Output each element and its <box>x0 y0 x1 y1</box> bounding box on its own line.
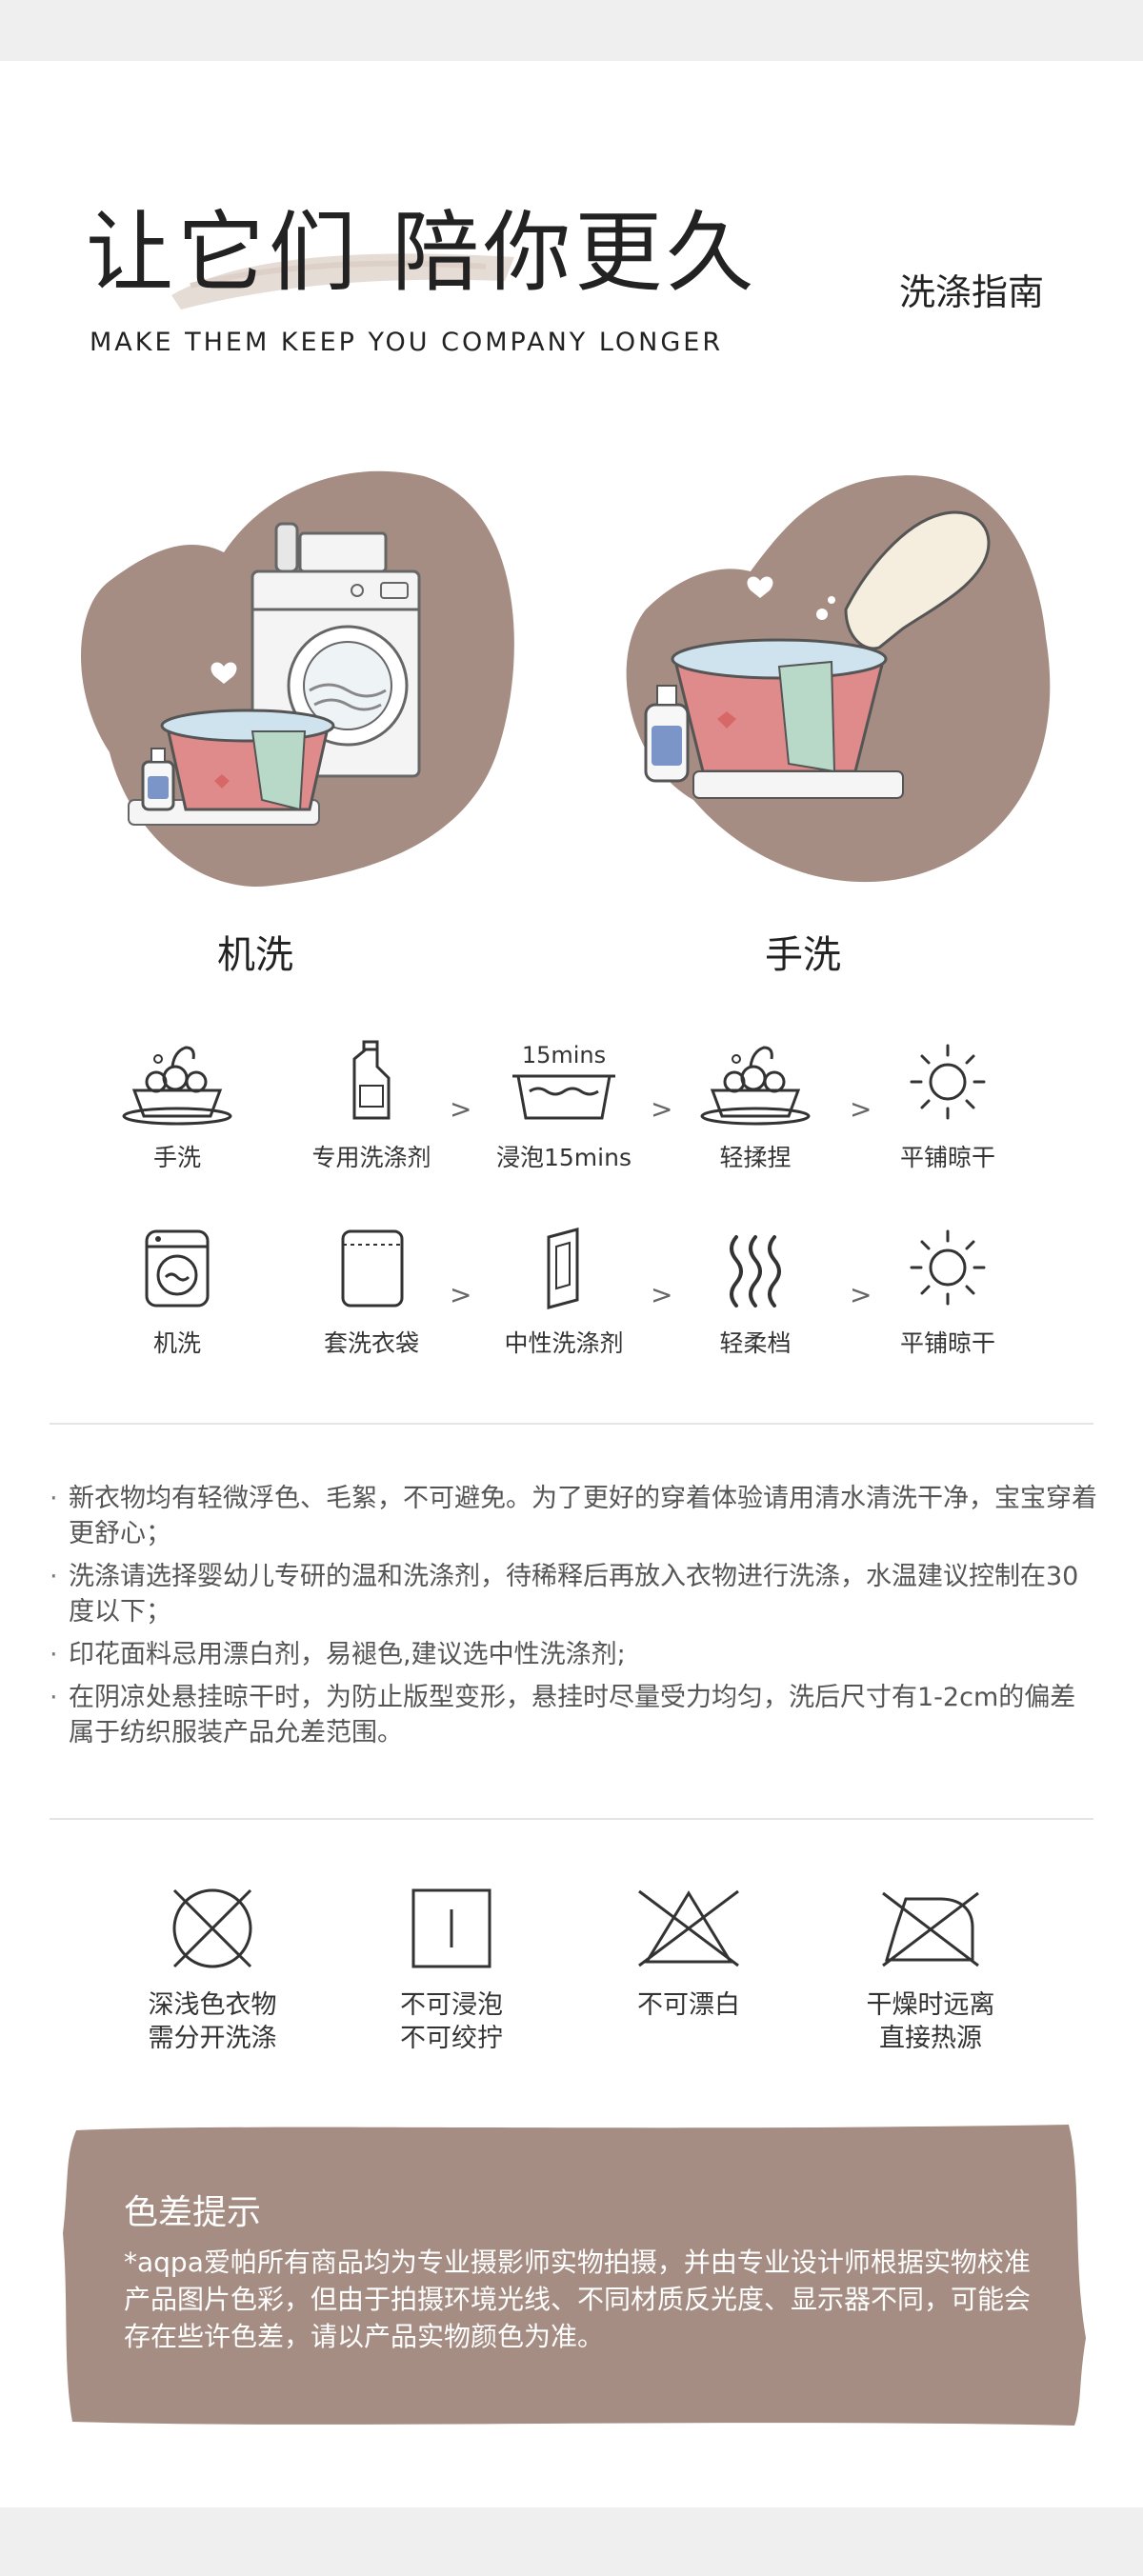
no-soak-icon <box>411 1888 491 1968</box>
no-bleach-icon <box>638 1889 739 1967</box>
step-label: 轻揉捏 <box>719 1144 792 1171</box>
soak-time-caption: 15mins <box>522 1042 606 1068</box>
section-divider <box>50 1423 1093 1425</box>
step-label: 套洗衣袋 <box>323 1329 419 1357</box>
care-notes-list: 新衣物均有轻微浮色、毛絮，不可避免。为了更好的穿着体验请用清水清洗干净，宝宝穿着… <box>50 1481 1097 1758</box>
step-dry-flat: 平铺晾干 <box>852 1038 1043 1173</box>
care-symbol-label-line1: 深浅色衣物 <box>148 1990 277 2020</box>
care-note: 印花面料忌用漂白剂，易褪色,建议选中性洗涤剂; <box>50 1637 1097 1672</box>
hand-wash-steps: 手洗 专用洗涤剂 > 15mins 浸泡15mins > 轻揉捏 > <box>0 1038 1143 1200</box>
step-label: 机洗 <box>152 1329 201 1357</box>
step-soak: 15mins 浸泡15mins <box>469 1038 659 1173</box>
step-dry-flat: 平铺晾干 <box>852 1224 1043 1359</box>
gentle-wave-icon <box>730 1235 781 1308</box>
care-note: 在阴凉处悬挂晾干时，为防止版型变形，悬挂时尽量受力均匀，洗后尺寸有1-2cm的偏… <box>50 1680 1097 1750</box>
step-gentle-knead: 轻揉捏 <box>660 1038 851 1173</box>
step-label: 手洗 <box>152 1144 201 1171</box>
soak-basin-icon: 15mins <box>512 1042 615 1120</box>
sun-icon <box>910 1044 986 1120</box>
step-label: 中性洗涤剂 <box>504 1329 624 1357</box>
page-subtitle-en: MAKE THEM KEEP YOU COMPANY LONGER <box>90 328 724 357</box>
care-note: 洗涤请选择婴幼儿专研的温和洗涤剂，待稀释后再放入衣物进行洗涤，水温建议控制在30… <box>50 1559 1097 1629</box>
arrow-icon: > <box>450 1279 472 1310</box>
step-label: 平铺晾干 <box>899 1329 995 1357</box>
color-note-panel <box>63 2125 1086 2426</box>
step-gentle-cycle: 轻柔档 <box>660 1224 851 1359</box>
washing-machine-illustration <box>81 470 514 887</box>
no-tumble-dry-icon <box>172 1888 252 1968</box>
guide-label: 洗涤指南 <box>899 271 1045 313</box>
hand-wash-illustration <box>626 475 1051 883</box>
care-symbol-label-line2: 不可绞拧 <box>400 2024 503 2053</box>
care-symbol-no-bleach: 不可漂白 <box>574 1886 803 2022</box>
page-title: 让它们 陪你更久 <box>86 202 758 304</box>
care-symbol-no-heat: 干燥时远离 直接热源 <box>816 1886 1045 2055</box>
method-hand-wash-label: 手洗 <box>765 933 841 977</box>
arrow-icon: > <box>850 1279 872 1310</box>
arrow-icon: > <box>450 1093 472 1125</box>
machine-wash-steps: 机洗 套洗衣袋 > 中性洗涤剂 > 轻柔档 > <box>0 1224 1143 1386</box>
care-symbol-label-line2: 直接热源 <box>879 2024 982 2053</box>
arrow-icon: > <box>651 1093 673 1125</box>
arrow-icon: > <box>651 1279 673 1310</box>
step-label: 平铺晾干 <box>899 1144 995 1171</box>
step-machine-wash: 机洗 <box>82 1224 272 1359</box>
washing-machine-icon <box>145 1229 210 1308</box>
step-hand-wash: 手洗 <box>82 1038 272 1173</box>
laundry-bag-icon <box>341 1229 404 1308</box>
detergent-bottle-icon <box>352 1040 391 1120</box>
care-symbol-no-soak: 不可浸泡 不可绞拧 <box>337 1886 566 2055</box>
step-label: 浸泡15mins <box>496 1144 632 1171</box>
step-detergent: 专用洗涤剂 <box>276 1038 467 1173</box>
sun-icon <box>910 1229 986 1306</box>
arrow-icon: > <box>850 1093 872 1125</box>
basin-bubbles-icon <box>700 1046 811 1126</box>
care-symbol-label-line1: 干燥时远离 <box>866 1990 995 2020</box>
step-neutral-detergent: 中性洗涤剂 <box>469 1224 659 1359</box>
bottom-band <box>0 2507 1143 2576</box>
step-label: 专用洗涤剂 <box>311 1144 431 1171</box>
care-note: 新衣物均有轻微浮色、毛絮，不可避免。为了更好的穿着体验请用清水清洗干净，宝宝穿着… <box>50 1481 1097 1551</box>
brush-stroke-decoration <box>171 253 514 310</box>
care-symbol-label-line1: 不可浸泡 <box>400 1990 503 2020</box>
care-symbol-label-line1: 不可漂白 <box>637 1990 740 2020</box>
top-band <box>0 0 1143 61</box>
no-iron-icon <box>882 1891 979 1967</box>
method-machine-wash-label: 机洗 <box>217 933 293 977</box>
step-laundry-bag: 套洗衣袋 <box>276 1224 467 1359</box>
care-symbol-separate: 深浅色衣物 需分开洗涤 <box>98 1886 327 2055</box>
basin-bubbles-icon <box>122 1046 232 1126</box>
care-symbol-label-line2: 需分开洗涤 <box>148 2024 277 2053</box>
section-divider <box>50 1818 1093 1820</box>
detergent-box-icon <box>547 1228 579 1309</box>
step-label: 轻柔档 <box>719 1329 792 1357</box>
color-note-text: *aqpa爱帕所有商品均为专业摄影师实物拍摄，并由专业设计师根据实物校准产品图片… <box>124 2247 1032 2352</box>
color-note-title: 色差提示 <box>124 2193 262 2232</box>
